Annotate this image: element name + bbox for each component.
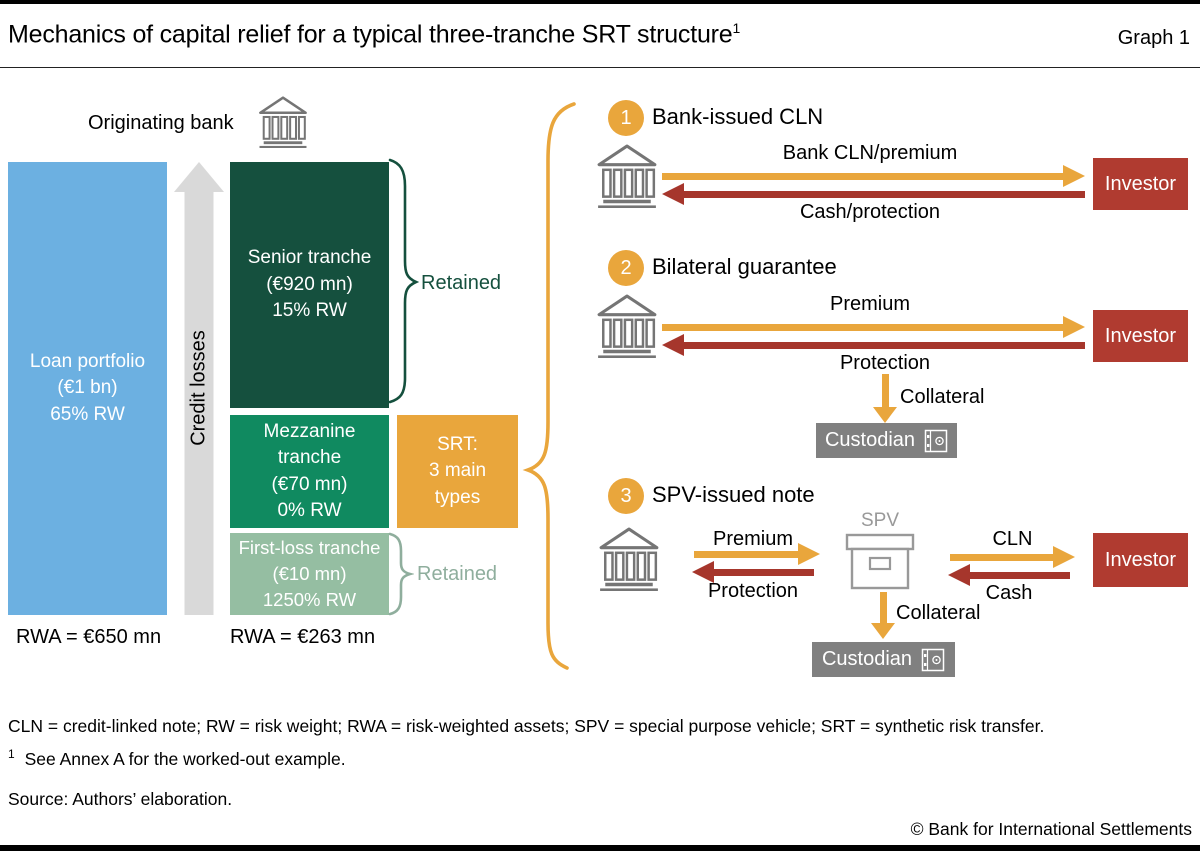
cash-label: Cash xyxy=(985,582,1033,604)
protection-label-2: Protection xyxy=(839,352,931,374)
cln-label: CLN xyxy=(992,528,1033,550)
section-3-number-text: 3 xyxy=(620,484,632,507)
srt-line-3: types xyxy=(434,486,481,508)
section-1-title: Bank-issued CLN xyxy=(652,104,824,129)
safe-icon xyxy=(921,648,945,671)
cash-arrow xyxy=(948,564,1070,586)
retained-first-loss-brace xyxy=(388,532,414,616)
mezzanine-line-3: (€70 mn) xyxy=(271,473,348,495)
loan-line-2: (€1 bn) xyxy=(57,377,118,399)
first-loss-line-2: (€10 mn) xyxy=(272,563,347,585)
title-footnote-marker: 1 xyxy=(732,20,741,36)
mezzanine-line-1: Mezzanine xyxy=(263,421,356,443)
protection-label-3: Protection xyxy=(707,580,799,602)
mezzanine-line-2: tranche xyxy=(277,447,342,469)
section-3-number: 3 xyxy=(608,478,644,514)
mezzanine-tranche-box: Mezzanine tranche (€70 mn) 0% RW xyxy=(230,415,389,528)
section-2-number-text: 2 xyxy=(620,256,632,279)
section-1-number: 1 xyxy=(608,100,644,136)
bottom-rule xyxy=(0,845,1200,851)
section-1-number-text: 1 xyxy=(620,106,632,129)
srt-line-1: SRT: xyxy=(437,433,478,455)
page-title: Mechanics of capital relief for a typica… xyxy=(8,20,740,49)
srt-line-2: 3 main xyxy=(428,460,487,482)
top-rule xyxy=(0,0,1200,4)
bank-cln-premium-arrow xyxy=(662,165,1085,187)
investor-box-3: Investor xyxy=(1093,533,1188,587)
bank-cln-premium-label: Bank CLN/premium xyxy=(782,142,958,164)
section-2-title: Bilateral guarantee xyxy=(652,254,837,279)
bank-icon xyxy=(597,144,657,208)
footnote-marker: 1 xyxy=(8,747,15,761)
loan-line-3: 65% RW xyxy=(50,403,125,425)
collateral-label-2: Collateral xyxy=(900,386,985,408)
page-title-text: Mechanics of capital relief for a typica… xyxy=(8,20,733,49)
loan-portfolio-box: Loan portfolio (€1 bn) 65% RW xyxy=(8,162,167,615)
cln-arrow xyxy=(950,546,1075,568)
senior-line-2: (€920 mn) xyxy=(266,273,353,295)
header-rule xyxy=(0,67,1200,68)
cash-protection-label: Cash/protection xyxy=(799,201,941,223)
custodian-box-2: Custodian xyxy=(816,423,957,458)
rwa-loan-label: RWA = €650 mn xyxy=(16,626,162,648)
investor-box-1: Investor xyxy=(1093,158,1188,210)
premium-arrow-3 xyxy=(694,543,820,565)
senior-line-3: 15% RW xyxy=(272,300,347,322)
section-3-title: SPV-issued note xyxy=(652,482,815,507)
source-note: Source: Authors’ elaboration. xyxy=(8,789,233,809)
abbreviations-note: CLN = credit-linked note; RW = risk weig… xyxy=(8,716,1045,736)
credit-losses-label: Credit losses xyxy=(187,330,210,446)
originating-bank-label: Originating bank xyxy=(88,112,234,134)
collateral-label-3: Collateral xyxy=(896,602,981,624)
bank-icon xyxy=(597,294,657,358)
investor-box-2: Investor xyxy=(1093,310,1188,362)
collateral-arrow-3 xyxy=(871,592,895,639)
custodian-box-3: Custodian xyxy=(812,642,955,677)
retained-first-loss-label: Retained xyxy=(417,563,498,585)
mezzanine-line-4: 0% RW xyxy=(277,499,342,521)
copyright-note: © Bank for International Settlements xyxy=(910,819,1192,839)
collateral-arrow-2 xyxy=(873,374,897,423)
protection-arrow-3 xyxy=(692,561,814,583)
srt-types-brace xyxy=(522,102,576,670)
bank-icon xyxy=(599,527,659,591)
srt-box: SRT: 3 main types xyxy=(397,415,518,528)
rwa-tranches-label: RWA = €263 mn xyxy=(230,626,376,648)
spv-box-icon xyxy=(845,533,915,590)
cash-protection-arrow xyxy=(662,183,1085,205)
credit-losses-arrow xyxy=(174,162,224,615)
custodian-label-2: Custodian xyxy=(824,429,916,451)
retained-senior-brace xyxy=(388,158,420,404)
first-loss-tranche-box: First-loss tranche (€10 mn) 1250% RW xyxy=(230,533,389,615)
footnote-text: See Annex A for the worked-out example. xyxy=(24,748,346,769)
safe-icon xyxy=(924,429,948,452)
section-2-number: 2 xyxy=(608,250,644,286)
premium-label-2: Premium xyxy=(829,293,910,315)
first-loss-line-1: First-loss tranche xyxy=(238,537,381,559)
bank-icon xyxy=(259,96,307,148)
spv-label: SPV xyxy=(860,510,900,531)
first-loss-line-3: 1250% RW xyxy=(262,588,357,610)
retained-senior-label: Retained xyxy=(421,272,502,294)
footnote: 1 See Annex A for the worked-out example… xyxy=(8,747,346,770)
custodian-label-3: Custodian xyxy=(821,648,913,670)
senior-line-1: Senior tranche xyxy=(247,247,372,269)
loan-line-1: Loan portfolio xyxy=(29,350,146,372)
premium-arrow-2 xyxy=(662,316,1085,338)
senior-tranche-box: Senior tranche (€920 mn) 15% RW xyxy=(230,162,389,408)
protection-arrow-2 xyxy=(662,334,1085,356)
premium-label-3: Premium xyxy=(712,528,793,550)
graph-number-label: Graph 1 xyxy=(1117,27,1190,49)
